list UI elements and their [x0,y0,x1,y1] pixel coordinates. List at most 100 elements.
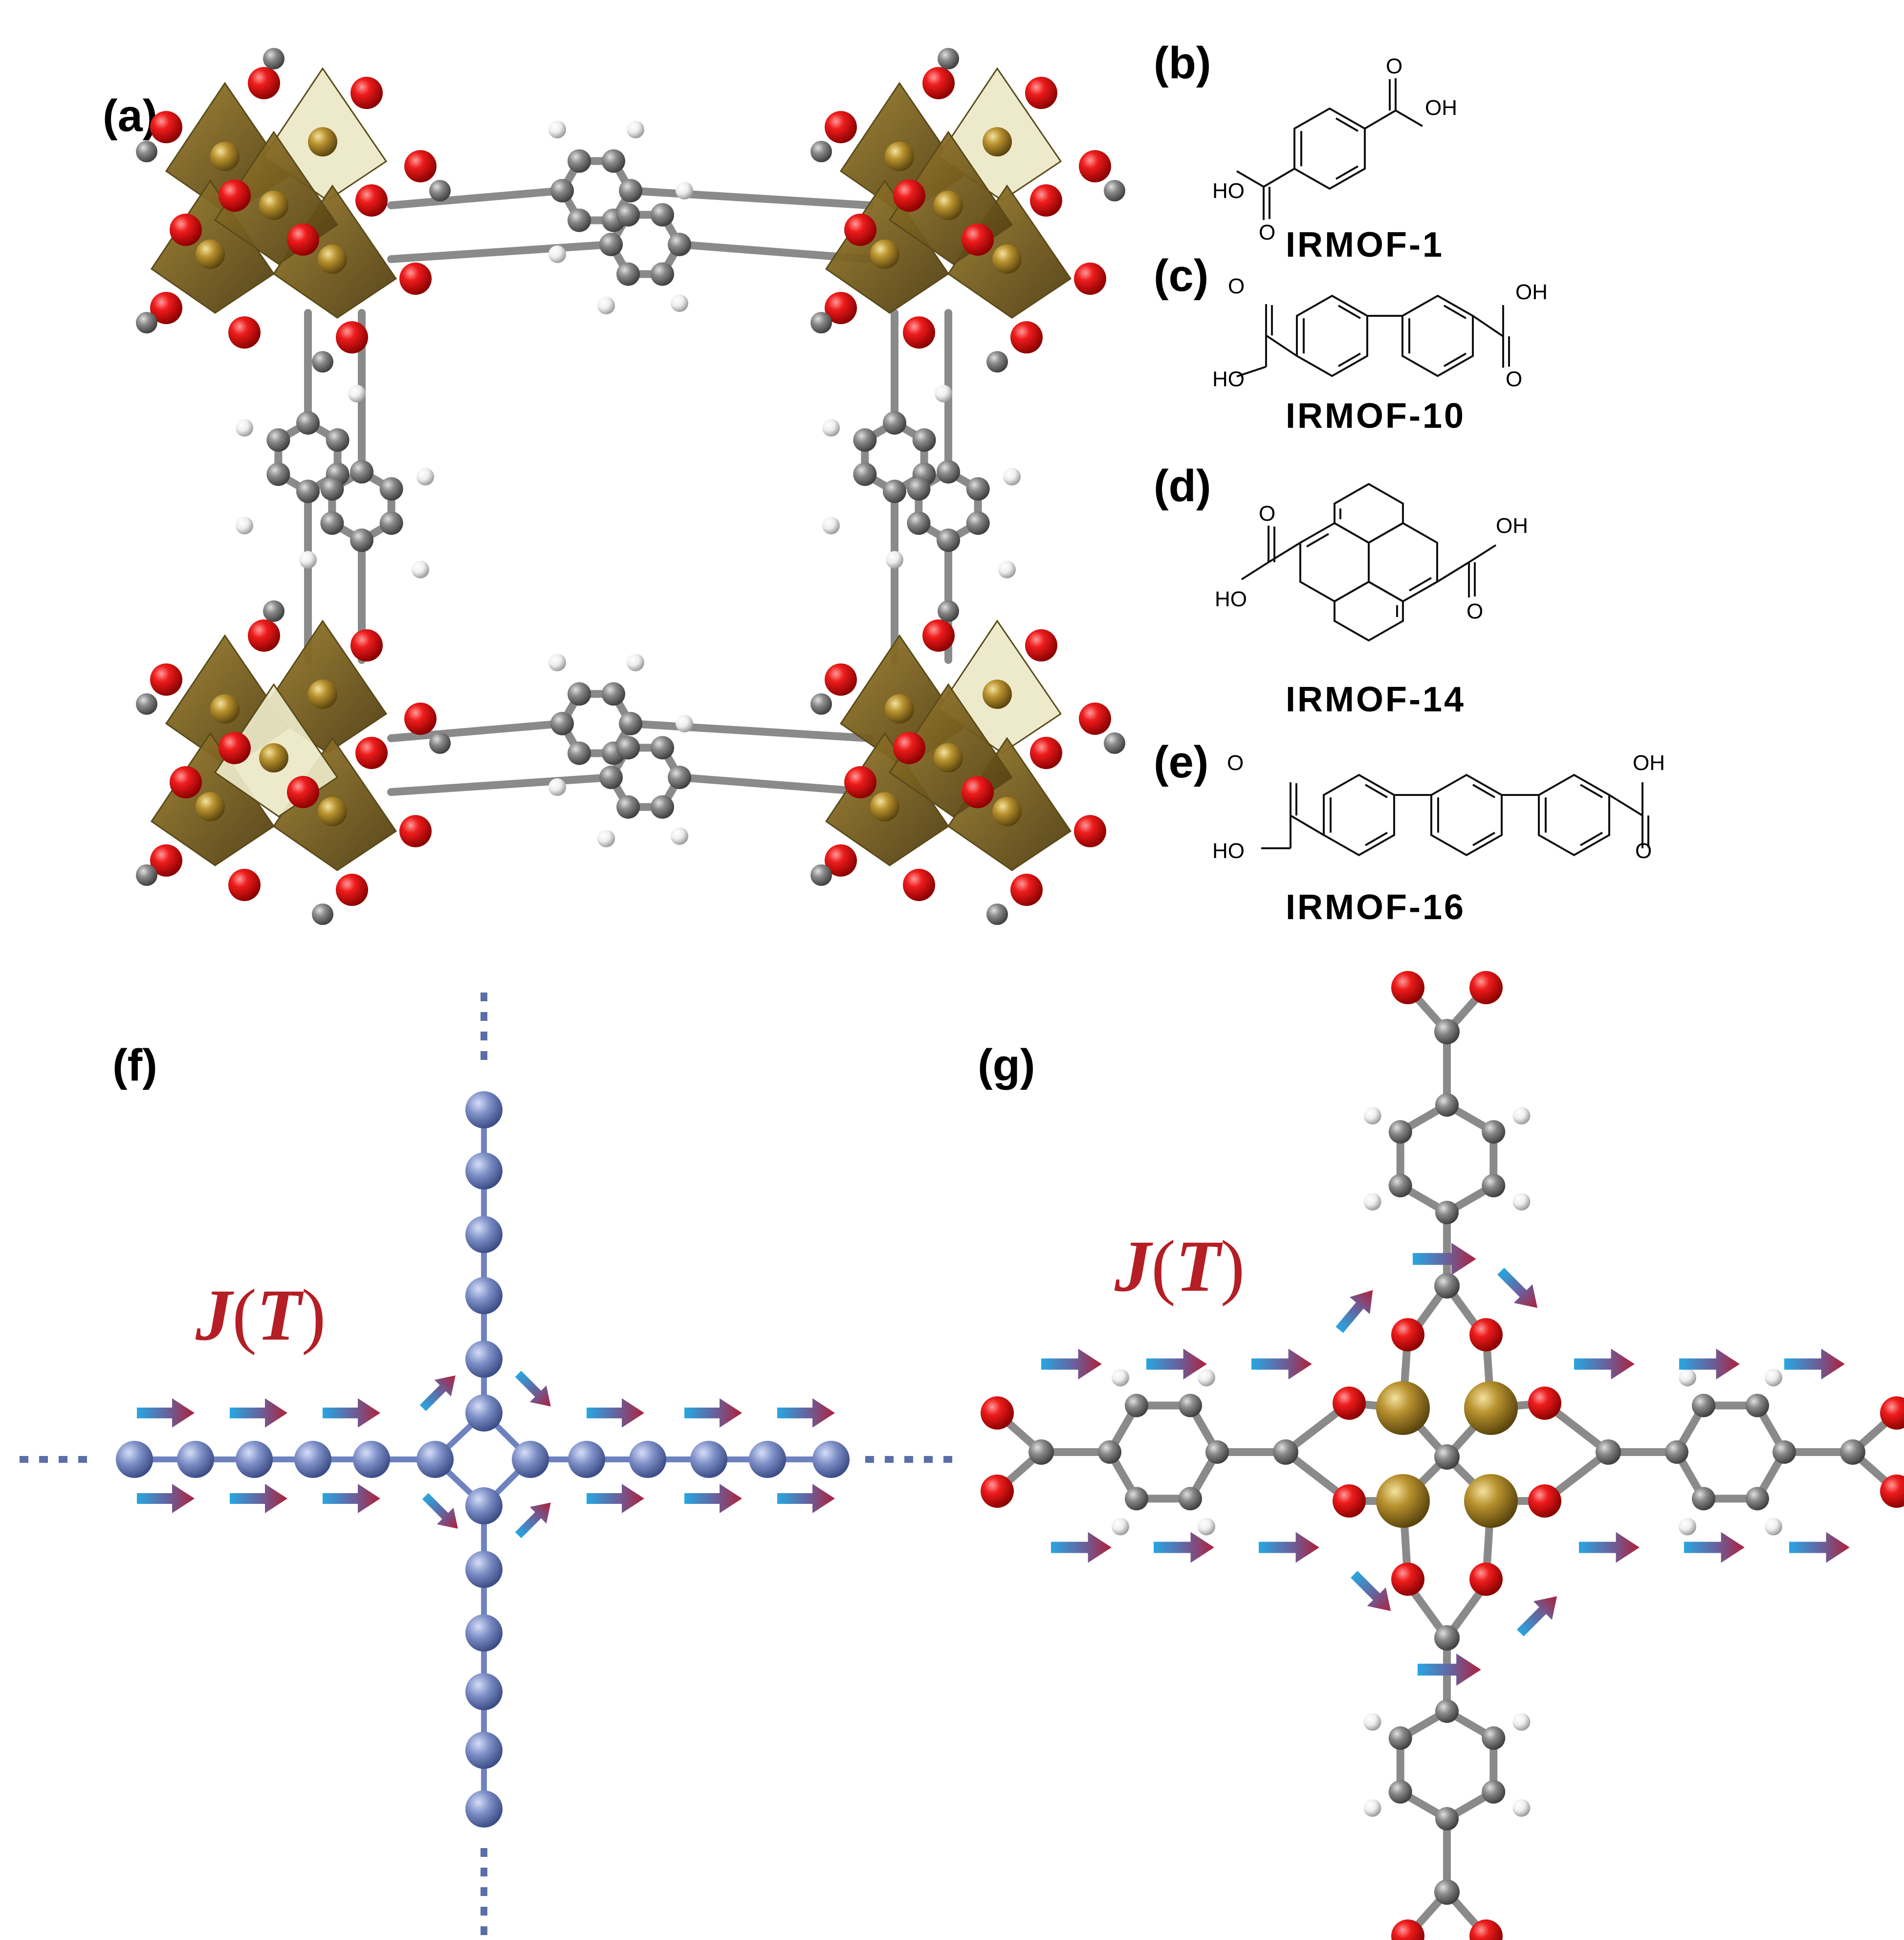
heat-flow-arrow [137,1484,195,1513]
zinc-atom [870,240,899,269]
carbon-atom [668,233,691,256]
carbon-atom [907,477,931,501]
zinc-atom [318,244,347,274]
hydrogen-atom [597,830,615,847]
label-oh: OH [1515,280,1548,304]
oxygen-atom [981,1475,1014,1508]
carbon-atom [616,262,640,286]
label-ho: HO [1212,367,1245,391]
zinc-atom [992,244,1022,274]
zinc-atom [934,191,963,220]
oxygen-atom [1074,815,1106,847]
oxygen-atom [825,844,857,877]
heat-flow-arrow [684,1398,742,1428]
carbon-atom [1665,1440,1688,1464]
carbon-atom [912,428,936,452]
oxygen-atom [1025,629,1057,661]
bead [465,1790,503,1828]
irmof-crystal-structure [136,48,1125,925]
carbon-atom [429,180,451,201]
linker-irmof-10: O HO OH O IRMOF-10 [1212,274,1548,436]
zinc-atom [1464,1474,1518,1528]
carbon-atom [602,682,625,706]
zinc-atom [983,680,1012,709]
oxygen-atom [1025,77,1057,109]
oxygen-atom [248,67,280,99]
oxygen-atom [962,776,994,808]
label-o: O [1506,367,1522,391]
oxygen-atom [1391,1318,1424,1351]
panel-label-a: (a) [103,91,157,141]
panel-label-f: (f) [112,1040,157,1090]
hydrogen-atom [1512,1799,1531,1817]
label-ho: HO [1215,587,1247,611]
carbon-atom [651,795,674,819]
hydrogen-atom [822,419,840,437]
zinc-atom [983,127,1012,156]
carbon-atom [883,411,906,435]
carbon-atom [568,682,591,706]
zn4o-cluster [136,48,451,373]
label-o: O [1259,220,1275,244]
heat-flow-arrow [1251,1348,1312,1380]
oxygen-atom [404,150,437,182]
hydrogen-atom [597,297,615,314]
zinc-atom [885,142,914,171]
heat-flow-arrow [419,1375,456,1411]
carbon-atom [619,179,642,202]
carbon-atom [1482,1174,1506,1197]
bond [387,720,566,742]
hydrogen-atom [1003,468,1021,485]
zinc-atom [308,680,337,709]
hydrogen-atom [236,419,253,437]
hydrogen-atom [676,715,693,732]
tpdc-skeleton [1261,773,1649,857]
oxygen-atom [350,77,383,109]
carbon-atom [320,511,344,535]
heat-flow-arrow [230,1398,287,1428]
linker-name: IRMOF-16 [1286,888,1466,927]
oxygen-atom [1030,737,1062,769]
label-oh: OH [1425,96,1457,120]
heat-flow-arrow [777,1484,835,1513]
zn4o-cluster [810,600,1125,925]
oxygen-atom [1528,1387,1561,1420]
carbon-atom [986,351,1008,373]
carbon-atom [296,480,320,503]
oxygen-atom [228,869,261,901]
bond [627,720,874,742]
carbon-atom [1125,1487,1148,1511]
carbon-atom [1098,1440,1121,1464]
zinc-atom [308,127,337,156]
hydrogen-atom [416,468,434,485]
zinc-atom [259,743,288,772]
carbon-atom [1435,1093,1459,1117]
carbon-atom [266,428,290,452]
zn4o-cluster [810,48,1125,373]
oxygen-atom [170,214,202,246]
hydrogen-atom [1679,1518,1696,1536]
hydrogen-atom [1363,1713,1381,1731]
heat-flow-arrow [1684,1532,1745,1563]
oxygen-atom [248,619,280,652]
label-oh: OH [1496,514,1528,538]
heat-flux-label: J(T) [1114,1226,1245,1307]
carbon-atom [1746,1393,1769,1417]
hydrogen-atom [1198,1518,1215,1536]
bead [465,1551,503,1588]
carbon-atom [1434,1444,1460,1470]
carbon-atom [810,141,832,162]
carbon-atom [320,477,344,501]
carbon-atom [263,48,285,69]
carbon-atom [938,600,959,622]
label-o: O [1386,54,1402,78]
bead [465,1394,503,1432]
panel-label-e: (e) [1154,737,1208,787]
heat-flow-arrow [1146,1348,1207,1380]
hydrogen-atom [1512,1193,1531,1211]
hydrogen-atom [236,517,253,534]
heat-flow-arrow [1789,1532,1850,1563]
carbon-atom [810,693,832,715]
oxygen-atom [1391,1563,1424,1596]
heat-flow-arrow [137,1398,195,1428]
